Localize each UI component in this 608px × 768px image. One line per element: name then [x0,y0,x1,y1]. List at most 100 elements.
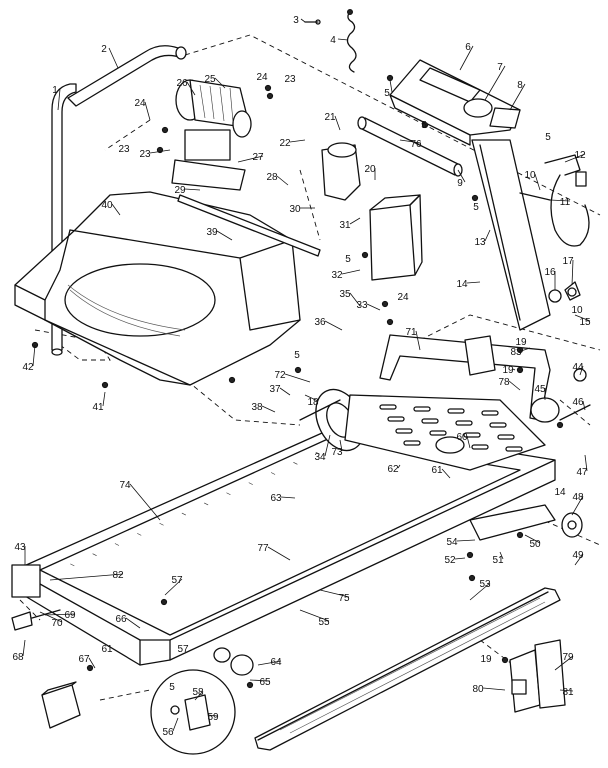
part-number-label: 5 [345,254,351,265]
deck-slot [463,432,481,438]
part-number-label: 11 [560,197,571,208]
belt-grip-line [114,543,120,546]
callout-leader [509,83,526,111]
belt-grip-line [248,482,253,485]
callout-leader [172,717,179,732]
rear-leveler [469,504,583,541]
part-number-label: 34 [314,452,326,463]
part-number-label: 29 [174,185,186,196]
bolt [386,318,394,326]
callout-leader [499,551,504,560]
front-frame [379,334,551,421]
roller-end-cap [213,647,254,676]
callout-leader [284,373,311,383]
part-number-label: 65 [259,677,271,688]
callout-leader [512,368,516,371]
part-number-label: 2 [101,44,107,55]
callout-leader [276,175,289,186]
callout-leader [108,47,119,69]
part-number-label: 42 [22,362,34,373]
part-number-label: 17 [562,256,574,267]
callout-leader [399,139,422,144]
part-number-label: 43 [14,542,26,553]
callout-leader [574,314,591,322]
callout-leader [441,468,451,479]
bolt [516,531,524,539]
callout-leader [484,65,506,101]
callout-leader [415,330,421,351]
callout-leaders [22,18,591,732]
part-number-label: 15 [579,317,591,328]
callout-leader [237,155,264,163]
callout-leader [267,546,291,561]
belt-grip-line [270,472,276,475]
callout-leader [524,534,541,544]
bolt [386,74,394,82]
bolt [160,598,168,606]
callout-leader [186,81,196,96]
part-number-label: 5 [384,88,390,99]
part-number-label: 5 [169,682,175,693]
part-number-label: 24 [397,292,409,303]
part-number-label: 20 [364,164,376,175]
part-number-label: 10 [524,170,536,181]
part-number-label: 80 [472,684,484,695]
part-number-label: 47 [576,467,588,478]
part-number-label: 51 [492,555,504,566]
part-number-label: 41 [92,402,104,413]
fasteners [31,74,564,689]
part-number-label: 82 [112,570,124,581]
part-number-label: 62 [387,464,399,475]
callout-leader [49,573,124,581]
part-number-label: 75 [338,593,350,604]
belt-grip-line [137,533,142,536]
callout-leader [22,639,26,657]
callout-leader [456,539,476,542]
part-number-label: 22 [279,138,291,149]
part-number-label: 40 [101,200,113,211]
part-number-label: 12 [574,150,586,161]
bolt [468,574,476,582]
bolt [556,421,564,429]
part-number-label: 23 [139,149,151,160]
lift-motor [530,368,591,423]
callout-leader [564,153,586,163]
part-number-label: 9 [457,178,463,189]
deck-slot [387,416,405,422]
part-number-label: 26 [176,78,188,89]
callout-leader [324,434,331,457]
bolt [294,366,302,374]
belt-grip-line [226,492,231,496]
side-knobs [548,281,581,303]
callout-leader [366,303,381,311]
bolt [161,126,169,134]
callout-leader [149,149,171,154]
deck-slot [447,408,465,414]
callout-leader [257,660,282,666]
part-number-label: 64 [270,657,282,668]
part-number-label: 7 [497,62,503,73]
callout-leader [349,217,361,225]
part-number-label: 66 [115,614,127,625]
callout-leader [144,101,151,121]
part-number-label: 31 [339,220,351,231]
walking-belt [39,437,521,636]
part-number-label: 54 [446,537,458,548]
part-number-label: 76 [410,139,422,150]
deck-slot [497,434,515,440]
callout-leader [534,173,541,191]
part-number-label: 14 [456,279,468,290]
part-number-label: 58 [192,687,204,698]
drive-motor [171,79,252,191]
callout-leader [584,454,588,472]
part-number-label: 5 [545,132,551,143]
callout-leader [184,188,201,191]
callout-leader [102,391,106,407]
part-number-label: 46 [572,397,584,408]
part-number-label: 24 [134,98,146,109]
bolt [421,121,429,129]
part-number-label: 81 [562,687,574,698]
callout-leader [164,578,183,596]
